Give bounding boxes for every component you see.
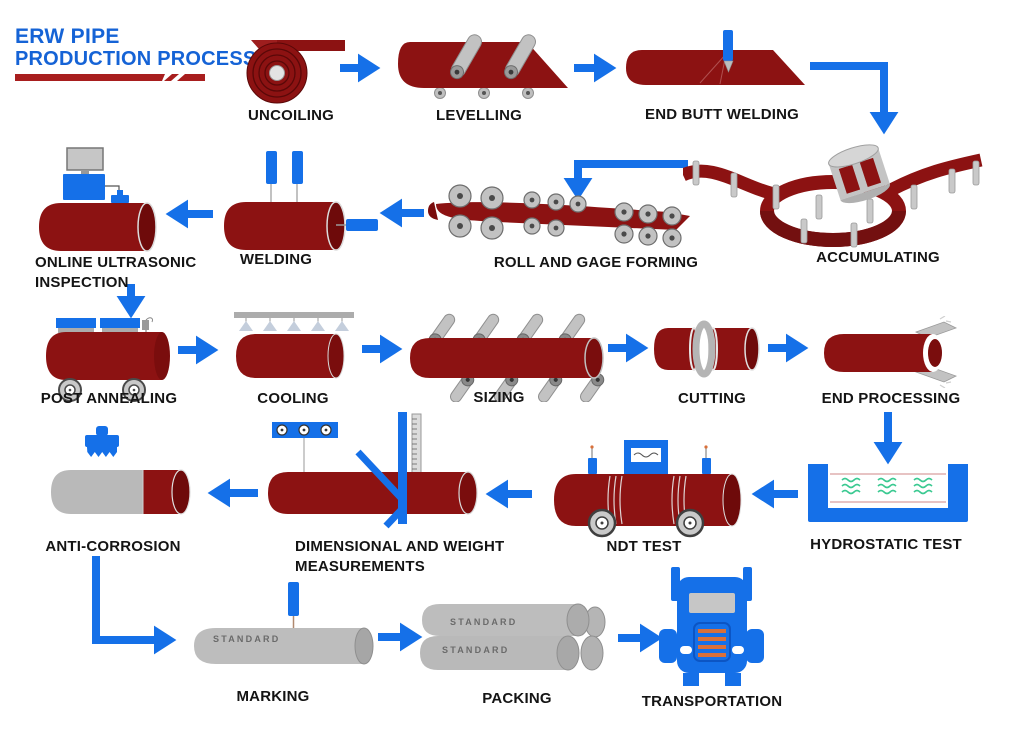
leveller-roller-icon bbox=[450, 34, 482, 80]
ruler-icon bbox=[411, 413, 422, 491]
welding-rod-icon bbox=[346, 219, 378, 231]
marker-pen-icon bbox=[288, 582, 299, 616]
packing-bundle-icon bbox=[420, 603, 606, 671]
trolley-wheel-icon bbox=[122, 378, 146, 402]
marking-icon bbox=[194, 582, 374, 665]
marking-pipe-text: STANDARD bbox=[213, 634, 281, 644]
accumulating-strip-icon bbox=[683, 144, 983, 248]
heater-plate-icon bbox=[56, 318, 96, 328]
trolley-wheel-icon bbox=[58, 378, 82, 402]
monitor-icon bbox=[66, 147, 104, 171]
packing-pipe-text-bottom: STANDARD bbox=[442, 645, 510, 655]
diagram-title-line1: ERW PIPE bbox=[15, 25, 120, 48]
step-label-accumulating: ACCUMULATING bbox=[816, 249, 940, 266]
end-butt-welding-icon bbox=[626, 30, 805, 85]
ndt-test-icon bbox=[554, 440, 742, 538]
paint-brush-icon bbox=[85, 426, 119, 457]
leveller-roller-icon bbox=[504, 34, 536, 80]
step-label-online-ultrasonic-line2: INSPECTION bbox=[35, 274, 129, 291]
uncoiling-coil-icon bbox=[246, 40, 345, 104]
step-label-transportation: TRANSPORTATION bbox=[641, 693, 783, 710]
control-box-icon bbox=[63, 174, 105, 200]
caliper-icon bbox=[355, 412, 407, 529]
ndt-wheel-icon bbox=[675, 508, 705, 538]
levelling-machine-icon bbox=[398, 34, 568, 99]
truck-icon bbox=[659, 567, 764, 686]
step-label-marking: MARKING bbox=[236, 688, 310, 705]
step-label-dimensional-line1: DIMENSIONAL AND WEIGHT bbox=[295, 538, 505, 555]
packing-pipe-text-top: STANDARD bbox=[450, 617, 518, 627]
forming-rollers-icon bbox=[448, 184, 682, 248]
step-label-packing: PACKING bbox=[482, 690, 552, 707]
dimensional-measurement-icon bbox=[268, 412, 478, 529]
ndt-sensor-icon bbox=[702, 458, 711, 474]
step-label-post-annealing: POST ANNEALING bbox=[40, 390, 178, 407]
ndt-wheel-icon bbox=[587, 508, 617, 538]
welding-electrode-icon bbox=[266, 151, 277, 184]
heater-plate-icon bbox=[100, 318, 140, 328]
step-label-roll-and-gage-forming: ROLL AND GAGE FORMING bbox=[493, 254, 699, 271]
step-label-sizing: SIZING bbox=[473, 389, 525, 406]
cutting-icon bbox=[654, 320, 760, 378]
step-label-anti-corrosion: ANTI-CORROSION bbox=[45, 538, 181, 555]
step-label-welding: WELDING bbox=[239, 251, 313, 268]
arrow-end-butt-welding-to-accumulating bbox=[810, 62, 899, 135]
welding-electrode-icon bbox=[292, 151, 303, 184]
step-label-dimensional-line2: MEASUREMENTS bbox=[295, 558, 425, 575]
title-underline bbox=[15, 74, 205, 81]
anti-corrosion-icon bbox=[51, 426, 191, 515]
roll-and-gage-forming-icon bbox=[428, 184, 690, 248]
headlight-icon bbox=[680, 646, 692, 654]
step-label-hydrostatic-test: HYDROSTATIC TEST bbox=[810, 536, 962, 553]
sizing-mill-icon bbox=[410, 313, 605, 402]
step-label-end-processing: END PROCESSING bbox=[821, 390, 961, 407]
diagram-title-line2: PRODUCTION PROCESS bbox=[15, 48, 257, 70]
spray-nozzles-icon bbox=[239, 318, 349, 331]
online-ultrasonic-inspection-icon bbox=[39, 147, 157, 252]
step-label-ndt-test: NDT TEST bbox=[606, 538, 682, 555]
step-label-levelling: LEVELLING bbox=[436, 107, 522, 124]
cooling-spray-icon bbox=[234, 312, 354, 379]
step-label-end-butt-welding: END BUTT WELDING bbox=[644, 106, 800, 123]
post-annealing-icon bbox=[46, 317, 170, 402]
ultrasonic-probe-icon bbox=[111, 195, 129, 203]
welding-station-icon bbox=[224, 151, 378, 251]
arrow-accumulating-to-roll-and-gage-forming bbox=[563, 160, 688, 201]
accumulator-drum-icon bbox=[828, 144, 890, 204]
step-label-cooling: COOLING bbox=[257, 390, 329, 407]
water-waves-icon bbox=[841, 477, 933, 495]
cutting-blade-icon bbox=[692, 320, 716, 378]
diagram-title: ERW PIPE PRODUCTION PROCESS bbox=[15, 26, 256, 81]
ndt-sensor-icon bbox=[588, 458, 597, 474]
headlight-icon bbox=[732, 646, 744, 654]
windshield-icon bbox=[689, 593, 735, 613]
end-processing-icon bbox=[824, 316, 958, 388]
step-label-cutting: CUTTING bbox=[677, 390, 747, 407]
arrow-anti-corrosion-to-marking bbox=[92, 556, 177, 655]
step-label-uncoiling: UNCOILING bbox=[248, 107, 334, 124]
welding-torch-icon bbox=[723, 30, 733, 61]
hydrostatic-test-tank-icon bbox=[808, 464, 968, 522]
step-label-online-ultrasonic-line1: ONLINE ULTRASONIC bbox=[35, 254, 197, 271]
